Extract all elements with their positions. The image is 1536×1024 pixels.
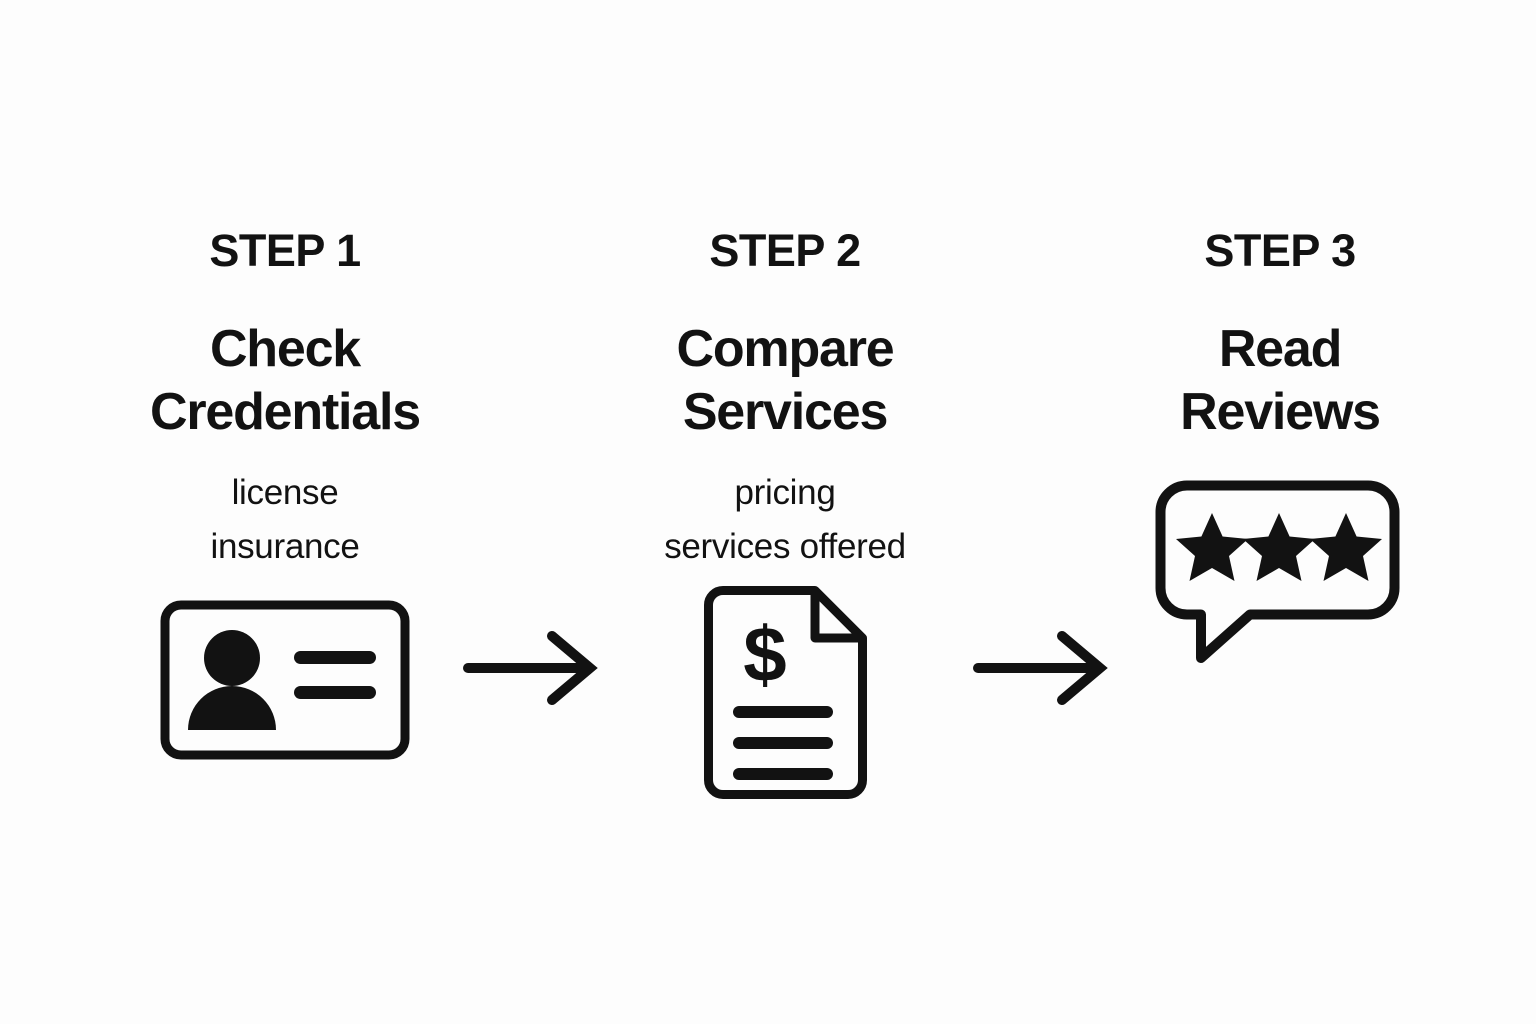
step-title-1-line-1: Check: [209, 320, 361, 378]
step-column-2: STEP 2 Compare Services pricing services…: [575, 0, 995, 1024]
step-title-1: Check Credentials: [75, 318, 495, 444]
step-title-3-line-2: Reviews: [1180, 382, 1381, 441]
step-subtitle-2-line-1: pricing: [734, 473, 836, 512]
connector-arrow-2: [972, 628, 1120, 713]
star-icon: [1176, 513, 1248, 581]
step-title-2-line-2: Services: [682, 382, 889, 441]
step-title-1-line-2: Credentials: [149, 382, 421, 441]
invoice-document-icon: $: [703, 586, 867, 799]
step-label-2: STEP 2: [709, 225, 861, 276]
step-subtitle-1-line-2: insurance: [210, 527, 360, 567]
step-title-2: Compare Services: [575, 318, 995, 444]
step-subtitle-1: license insurance: [75, 466, 495, 575]
step-subtitle-2: pricing services offered: [575, 466, 995, 575]
review-speech-bubble-icon: [1155, 480, 1400, 663]
step-column-3: STEP 3 Read Reviews: [1070, 0, 1490, 1024]
step-label-3: STEP 3: [1204, 225, 1356, 276]
arrow-right-icon: [463, 631, 598, 705]
step-title-3-line-1: Read: [1218, 320, 1343, 378]
step-title-2-line-1: Compare: [676, 320, 895, 378]
step-subtitle-1-line-1: license: [231, 473, 339, 512]
step-icon-3-wrap: [1070, 480, 1490, 665]
step-column-1: STEP 1 Check Credentials license insuran…: [75, 0, 495, 1024]
dollar-sign-glyph: $: [743, 610, 786, 698]
step-icon-1-wrap: [75, 600, 495, 760]
step-title-3: Read Reviews: [1070, 318, 1490, 444]
arrow-right-icon: [973, 631, 1108, 705]
id-card-icon: [160, 600, 410, 760]
star-icon: [1310, 513, 1382, 581]
connector-arrow-1: [462, 628, 610, 713]
star-rating-group: [1176, 513, 1382, 581]
step-subtitle-2-line-2: services offered: [664, 527, 906, 567]
step-icon-2-wrap: $: [575, 585, 995, 800]
step-label-1: STEP 1: [209, 225, 361, 276]
star-icon: [1243, 513, 1315, 581]
